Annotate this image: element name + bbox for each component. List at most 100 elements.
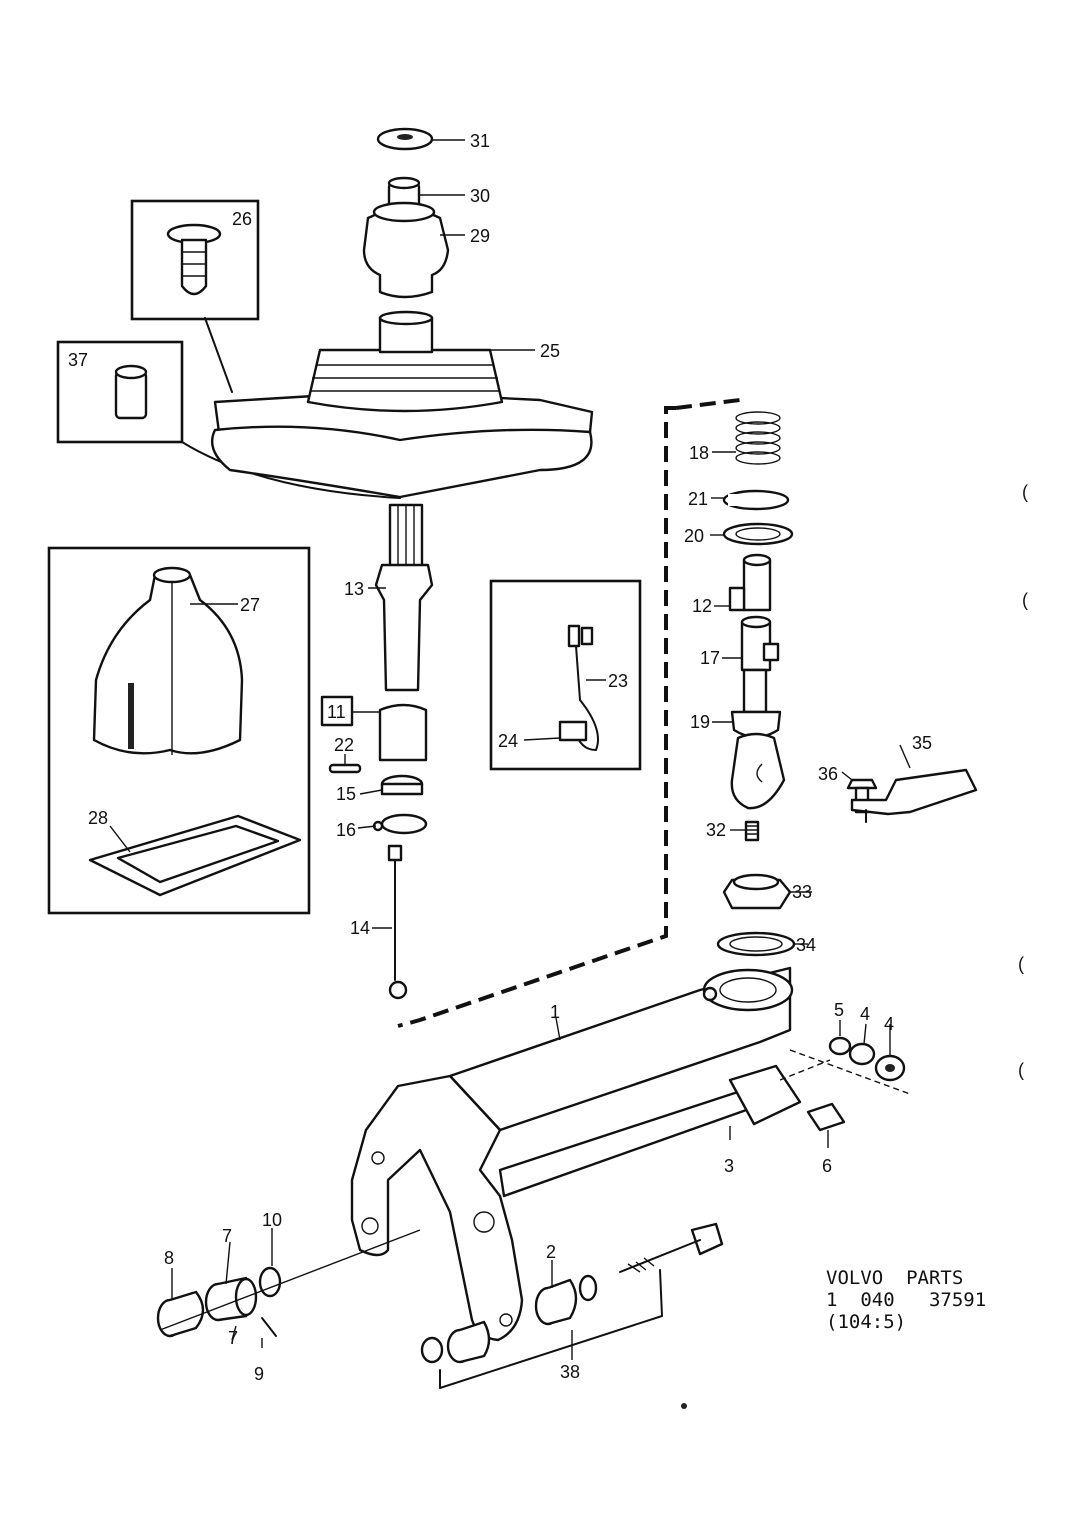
callout-35: 35 — [912, 733, 932, 753]
part-19-lower-shaft — [730, 668, 786, 810]
stray-dot — [681, 1403, 687, 1409]
part-34-washer — [716, 931, 796, 957]
part-8-bush — [156, 1290, 205, 1338]
part-24-connector — [558, 720, 588, 742]
callout-13: 13 — [344, 579, 364, 599]
part-16-collar — [372, 813, 428, 835]
callout-21: 21 — [688, 489, 708, 509]
callout-18: 18 — [689, 443, 709, 463]
part-10-oring — [258, 1266, 282, 1298]
part-31-cap — [376, 127, 434, 151]
bracket-38 — [439, 1269, 663, 1389]
part-32-screw — [744, 820, 760, 842]
callout-34: 34 — [796, 935, 816, 955]
part-3-rod — [498, 1064, 802, 1198]
callout-37: 37 — [68, 350, 88, 370]
part-7-bush — [204, 1276, 258, 1322]
callout-36: 36 — [818, 764, 838, 784]
inset-box-27-28 — [47, 546, 311, 915]
part-5-washer — [828, 1036, 852, 1056]
caption-line-2: 1 040 37591 — [826, 1289, 986, 1311]
callout-23: 23 — [608, 671, 628, 691]
callout-14: 14 — [350, 918, 370, 938]
callout-31: 31 — [470, 131, 490, 151]
part-18-spring — [735, 411, 781, 465]
callout-6: 6 — [822, 1156, 832, 1176]
inset-box-26 — [130, 199, 260, 321]
callout-38: 38 — [560, 1362, 580, 1382]
callout-2: 2 — [546, 1242, 556, 1262]
part-26-clip — [166, 223, 222, 296]
caption: VOLVO PARTS 1 040 37591 (104:5) — [826, 1267, 986, 1333]
part-12-sleeve — [728, 553, 772, 612]
callout-28: 28 — [88, 808, 108, 828]
callout-29: 29 — [470, 226, 490, 246]
callout-7b: 7 — [228, 1328, 238, 1348]
assembly-dashed-outline — [397, 406, 676, 1028]
part-25-rubber-boot — [210, 310, 594, 499]
part-35-bracket — [850, 768, 978, 823]
margin-mark: ( — [1022, 590, 1028, 610]
callout-22: 22 — [334, 735, 354, 755]
callout-26: 26 — [232, 209, 252, 229]
part-38-washers — [420, 1320, 491, 1364]
callout-4b: 4 — [884, 1014, 894, 1034]
caption-line-3: (104:5) — [826, 1311, 906, 1333]
callout-15: 15 — [336, 784, 356, 804]
part-6-pin — [806, 1102, 846, 1132]
margin-marks: ( ( ( ( — [1018, 482, 1028, 1080]
part-20-washer — [722, 522, 794, 546]
callout-16: 16 — [336, 820, 356, 840]
callout-19: 19 — [690, 712, 710, 732]
callout-25: 25 — [540, 341, 560, 361]
assembly-dashed-top — [675, 398, 741, 410]
callout-8: 8 — [164, 1248, 174, 1268]
callout-24: 24 — [498, 731, 518, 751]
callout-5: 5 — [834, 1000, 844, 1020]
margin-mark: ( — [1018, 1060, 1024, 1080]
part-4-bush-b — [874, 1054, 906, 1082]
part-17-upper-shaft — [740, 615, 780, 672]
part-13-lever-upper — [374, 503, 434, 692]
part-27-leather-boot — [92, 566, 244, 755]
callout-30: 30 — [470, 186, 490, 206]
callout-3: 3 — [724, 1156, 734, 1176]
part-21-circlip — [722, 489, 790, 511]
leaders — [109, 139, 911, 1360]
inset-box-23-24 — [489, 579, 642, 771]
callout-4a: 4 — [860, 1004, 870, 1024]
callout-11: 11 — [327, 702, 346, 722]
callout-labels: 31 30 29 26 25 37 18 21 20 27 13 12 17 2… — [68, 131, 932, 1384]
callout-10: 10 — [262, 1210, 282, 1230]
inset-box-37 — [56, 340, 184, 444]
part-15-bush — [380, 774, 424, 796]
part-11-bracket — [320, 695, 354, 727]
callout-32: 32 — [706, 820, 726, 840]
callout-7a: 7 — [222, 1226, 232, 1246]
callout-33: 33 — [792, 882, 812, 902]
dashed-leader-4-5 — [779, 1049, 911, 1095]
part-11-lever-lower — [378, 703, 428, 762]
part-9-pin — [261, 1317, 277, 1337]
part-2-bush — [534, 1274, 598, 1326]
margin-mark: ( — [1022, 482, 1028, 502]
part-29-knob — [362, 201, 450, 299]
part-1-shift-arm — [448, 966, 794, 1132]
part-38-bolt — [619, 1222, 724, 1273]
callout-1: 1 — [550, 1002, 560, 1022]
part-33-nut — [722, 873, 792, 910]
caption-line-1: VOLVO PARTS — [826, 1267, 963, 1289]
callout-20: 20 — [684, 526, 704, 546]
leader-26-to-boot — [204, 317, 233, 393]
part-37-bush — [114, 364, 148, 420]
part-4-bush-a — [848, 1042, 876, 1066]
callout-27: 27 — [240, 595, 260, 615]
axis-line-left — [159, 1229, 421, 1331]
callout-9: 9 — [254, 1364, 264, 1384]
margin-mark: ( — [1018, 954, 1024, 974]
part-22-pin — [328, 763, 362, 774]
part-28-frame — [88, 814, 302, 897]
leader-37-to-boot — [181, 441, 401, 499]
callout-17: 17 — [700, 648, 720, 668]
